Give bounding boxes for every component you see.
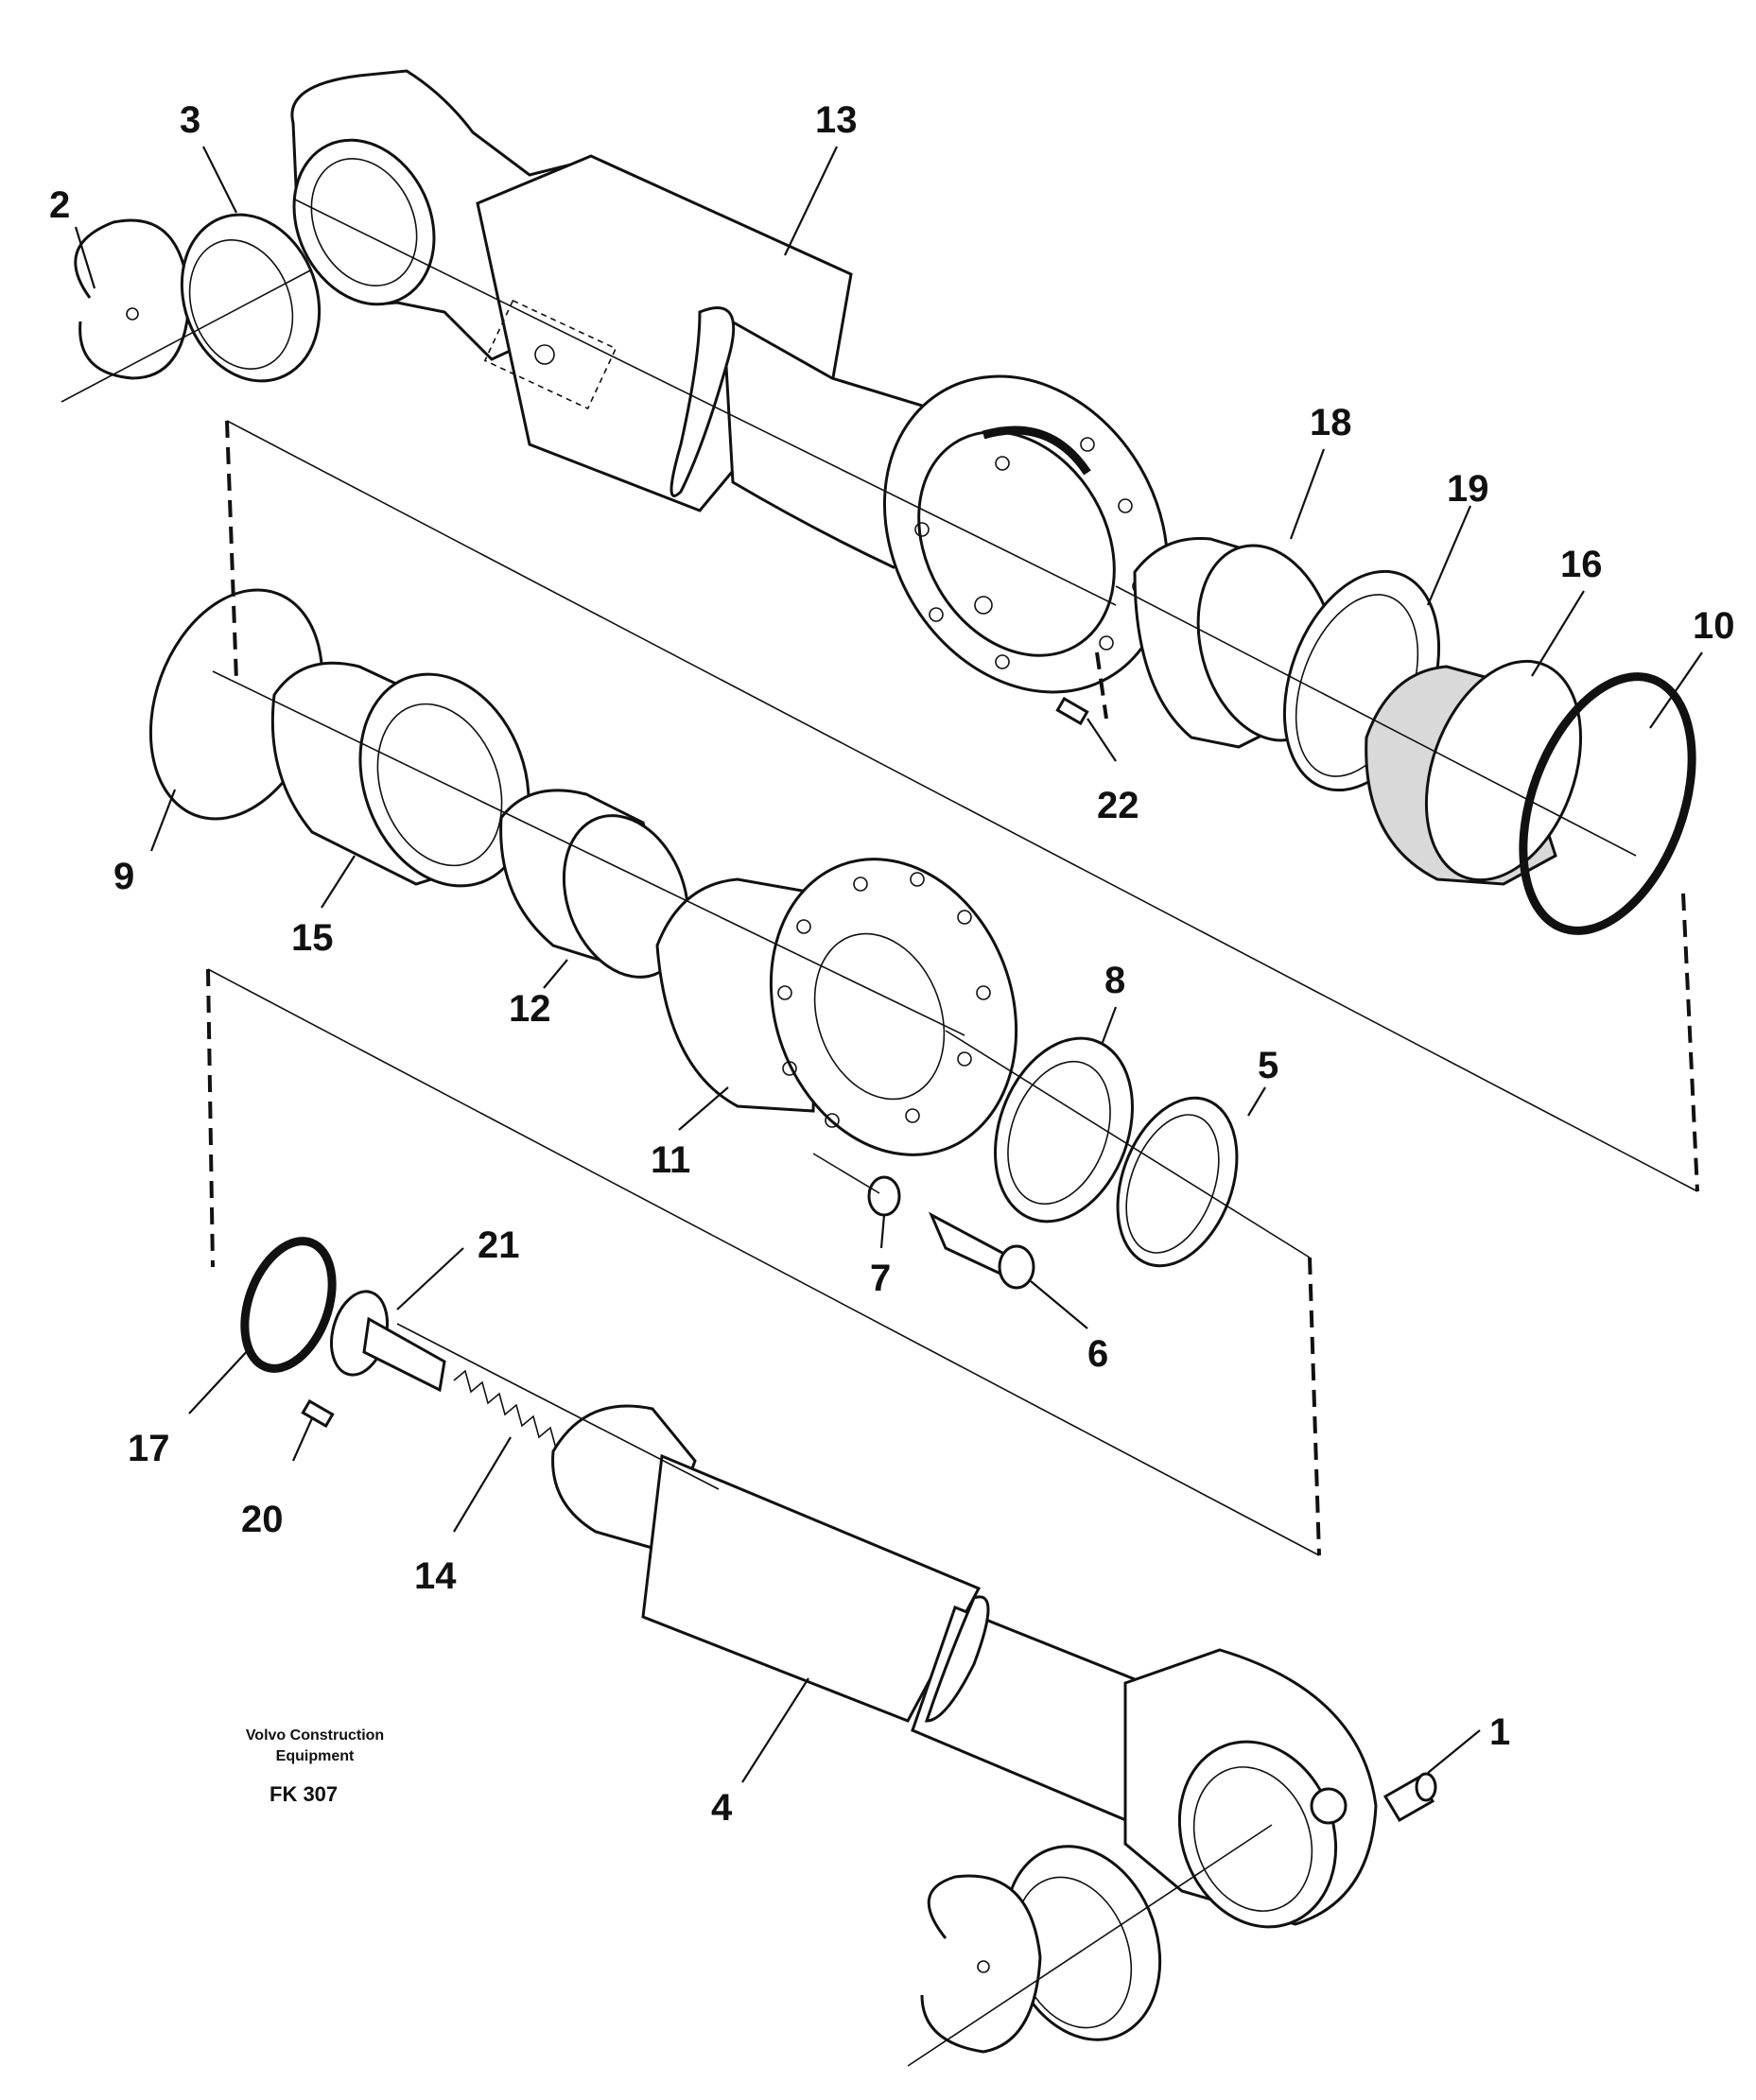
callout-9: 9 — [113, 856, 134, 897]
callout-3: 3 — [180, 99, 200, 141]
callout-10: 10 — [1693, 605, 1735, 647]
callout-15: 15 — [291, 917, 334, 959]
callout-1: 1 — [1489, 1711, 1510, 1753]
plunger-21 — [330, 1290, 446, 1393]
piston-rod-4 — [551, 1404, 1378, 1929]
callout-7: 7 — [870, 1258, 891, 1299]
wiper-8 — [994, 1036, 1134, 1224]
set-screw-22 — [1055, 696, 1089, 726]
callout-16: 16 — [1560, 544, 1603, 585]
seal-5 — [1116, 1096, 1239, 1268]
snap-ring-top — [74, 218, 191, 380]
caption-block: Volvo Construction Equipment FK 307 — [246, 1727, 384, 1806]
callout-5: 5 — [1258, 1045, 1278, 1086]
assembly-guide-lines — [206, 420, 1699, 1556]
snap-ring-bottom — [920, 1874, 1042, 2054]
callout-labels: 1 2 3 4 5 6 7 8 9 10 11 12 13 14 15 16 1… — [49, 99, 1735, 1829]
sleeve-12 — [499, 789, 690, 979]
piston-ring-16 — [1365, 659, 1583, 886]
callout-12: 12 — [509, 988, 551, 1030]
callout-20: 20 — [241, 1499, 284, 1540]
cylinder-head-11 — [655, 858, 1018, 1156]
bushing-top — [180, 213, 322, 383]
o-ring-10 — [1519, 672, 1696, 935]
callout-8: 8 — [1104, 960, 1125, 1001]
callout-13: 13 — [815, 99, 858, 141]
pin-20 — [301, 1398, 335, 1429]
callout-4: 4 — [711, 1787, 733, 1829]
callout-22: 22 — [1097, 785, 1139, 826]
caption-company: Volvo Construction — [246, 1727, 384, 1744]
leader-lines — [74, 146, 1703, 1783]
callout-2: 2 — [49, 184, 70, 226]
washer-7 — [867, 1175, 901, 1217]
piston-15 — [270, 661, 530, 888]
screw-6 — [928, 1211, 1035, 1290]
callout-19: 19 — [1447, 468, 1489, 510]
cylinder-barrel — [290, 69, 1170, 694]
callout-17: 17 — [128, 1428, 170, 1469]
figure-code: FK 307 — [269, 1782, 338, 1806]
grease-nipple-1 — [1382, 1772, 1437, 1823]
caption-division: Equipment — [276, 1748, 355, 1764]
callout-6: 6 — [1087, 1333, 1108, 1375]
callout-14: 14 — [414, 1555, 457, 1597]
callout-18: 18 — [1310, 402, 1352, 443]
callout-21: 21 — [478, 1224, 520, 1266]
ring-17 — [240, 1237, 337, 1373]
callout-11: 11 — [651, 1139, 690, 1181]
